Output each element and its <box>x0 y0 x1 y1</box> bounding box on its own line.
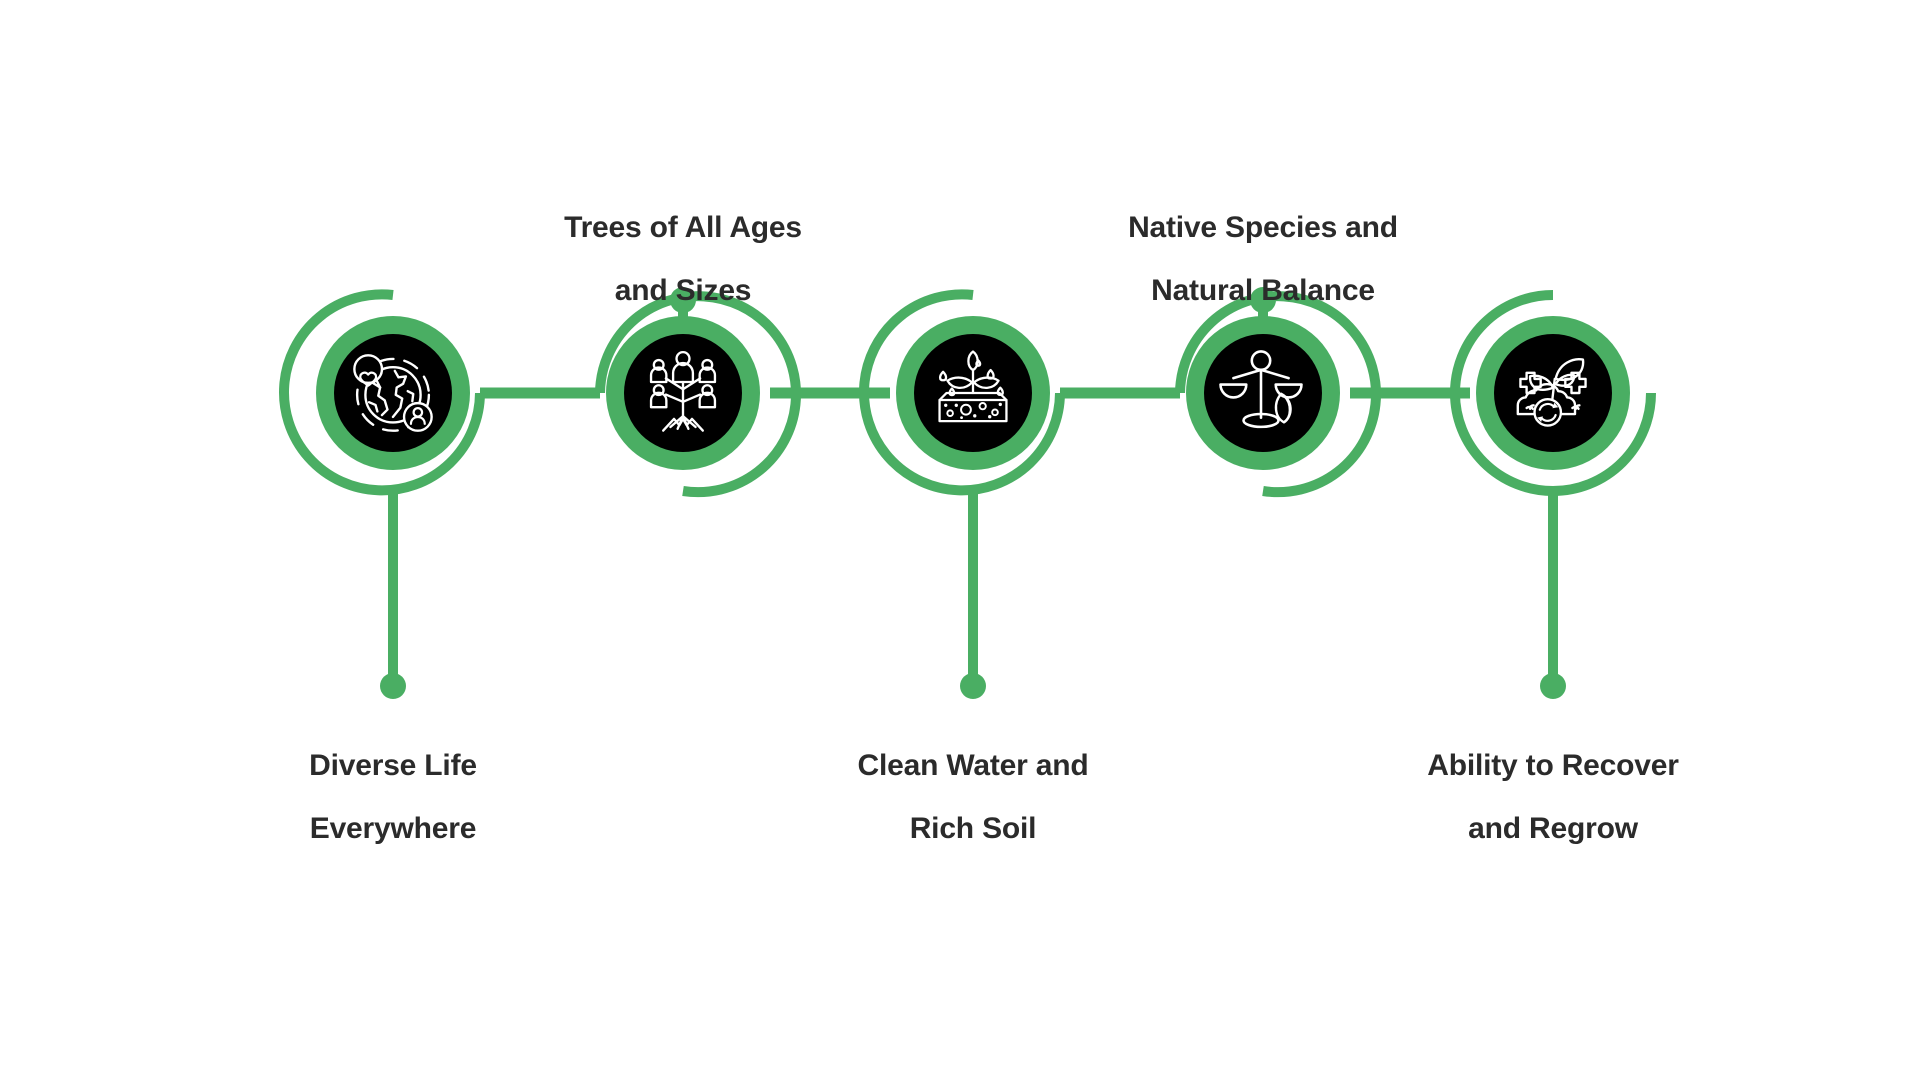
node-3-outer-ring-stem <box>859 289 1065 699</box>
node-4-label-line1: Native Species and <box>1128 210 1398 244</box>
node-3[interactable] <box>896 316 1050 470</box>
node-4-label-line2: Natural Balance <box>1151 274 1375 308</box>
node-2-label: Trees of All Ages and Sizes <box>473 180 893 339</box>
node-1-icon-disc <box>334 334 452 452</box>
node-1-label-line1: Diverse Life <box>309 748 477 782</box>
node-1[interactable] <box>316 316 470 470</box>
node-4-label: Native Species and Natural Balance <box>1053 180 1473 339</box>
node-5-label: Ability to Recover and Regrow <box>1343 718 1763 877</box>
node-5-outer-ring-stem <box>1450 290 1656 699</box>
node-4-icon-disc <box>1204 334 1322 452</box>
node-2-outer-ring-stem <box>595 287 801 498</box>
node-2-label-line2: and Sizes <box>614 274 752 308</box>
node-2-label-line1: Trees of All Ages <box>564 210 802 244</box>
node-5-label-line1: Ability to Recover <box>1427 748 1679 782</box>
node-5-label-line2: and Regrow <box>1468 812 1638 846</box>
node-5-stem-dot <box>1540 673 1566 699</box>
node-1-label-line2: Everywhere <box>309 812 477 846</box>
node-5[interactable] <box>1476 316 1630 470</box>
node-1-label: Diverse Life Everywhere <box>183 718 603 877</box>
node-4[interactable] <box>1186 316 1340 470</box>
node-3-stem-dot <box>960 673 986 699</box>
node-3-label-line2: Rich Soil <box>909 812 1037 846</box>
node-1-outer-ring-stem <box>279 289 485 699</box>
node-2[interactable] <box>606 316 760 470</box>
node-3-label-line1: Clean Water and <box>857 748 1089 782</box>
node-3-label: Clean Water and Rich Soil <box>763 718 1183 877</box>
